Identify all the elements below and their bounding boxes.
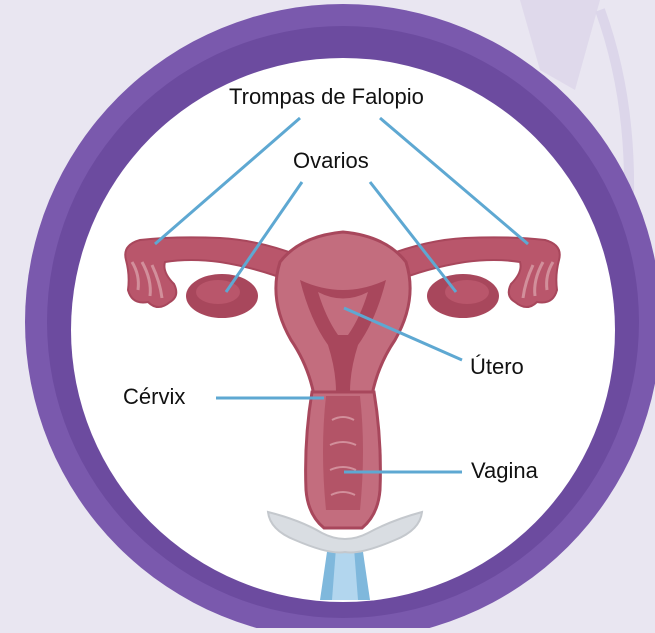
label-ovaries: Ovarios (293, 148, 369, 174)
label-vagina: Vagina (471, 458, 538, 484)
label-fallopian-tubes: Trompas de Falopio (229, 84, 424, 110)
bottom-support-highlight (332, 548, 358, 600)
right-ovary-highlight (445, 280, 489, 304)
label-uterus: Útero (470, 354, 524, 380)
label-cervix: Cérvix (123, 384, 185, 410)
